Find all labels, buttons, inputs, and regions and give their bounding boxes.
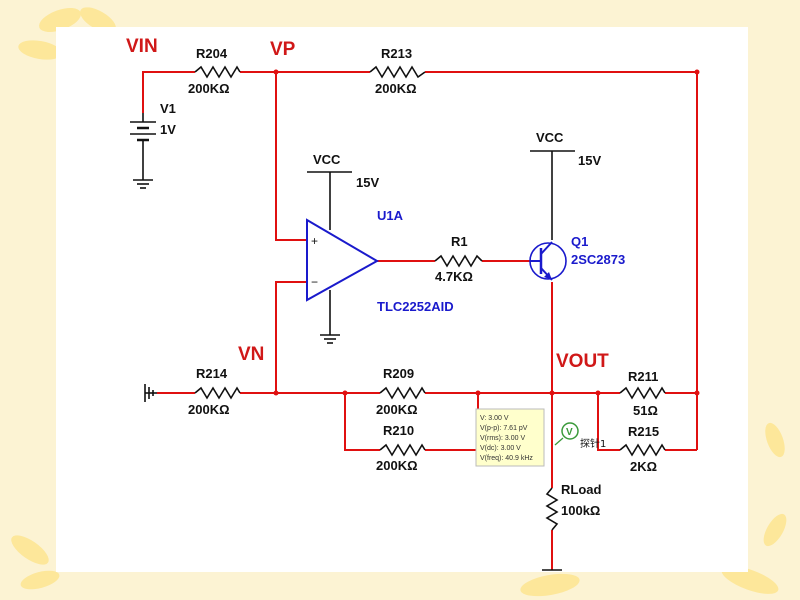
flower-decoration-right [763,422,787,547]
opamp-plus-pin: + [311,234,318,248]
vcc-q1-label: VCC [536,130,564,145]
resistor-r214[interactable]: R214 200KΩ [188,366,241,417]
resistor-r1[interactable]: R1 4.7KΩ [434,234,483,284]
probe-icon: V [566,427,573,438]
q1-part: 2SC2873 [571,252,625,267]
probe-label: 探针1 [580,437,606,450]
net-label-vin: VIN [126,36,158,57]
resistor-r211[interactable]: R211 51Ω [619,369,666,418]
net-label-vout: VOUT [556,351,609,372]
r215-value: 2KΩ [630,459,657,474]
probe-reading-1: V(p-p): 7.61 pV [480,425,528,432]
resistor-r215[interactable]: R215 2KΩ [619,424,666,474]
r1-ref: R1 [451,234,468,249]
net-label-vn: VN [238,344,264,365]
r209-ref: R209 [383,366,414,381]
resistor-r210[interactable]: R210 200KΩ [376,423,426,473]
probe-reading-0: V: 3.00 V [480,415,509,422]
u1a-ref: U1A [377,208,404,223]
opamp-minus-pin: − [311,275,318,289]
v1-ref: V1 [160,101,176,116]
resistor-rload[interactable]: RLoad 100kΩ [545,482,602,531]
r210-value: 200KΩ [376,458,418,473]
probe-1[interactable]: V: 3.00 V V(p-p): 7.61 pV V(rms): 3.00 V… [475,408,606,467]
u1a-part: TLC2252AID [377,299,454,314]
vcc-q1-value: 15V [578,153,601,168]
r213-ref: R213 [381,46,412,61]
r211-ref: R211 [628,369,658,384]
r1-value: 4.7KΩ [435,269,473,284]
vcc-opamp-value: 15V [356,175,379,190]
probe-reading-3: V(dc): 3.00 V [480,445,521,452]
r204-value: 200KΩ [188,81,230,96]
r204-ref: R204 [196,46,228,61]
v1-value: 1V [160,122,176,137]
r215-ref: R215 [628,424,659,439]
flower-decoration-bottom-left [11,535,60,590]
resistor-r204[interactable]: R204 200KΩ [188,46,241,96]
r214-value: 200KΩ [188,402,230,417]
resistor-r213[interactable]: R213 200KΩ [369,46,426,96]
vcc-opamp-label: VCC [313,152,341,167]
r213-value: 200KΩ [375,81,417,96]
probe-reading-2: V(rms): 3.00 V [480,435,525,442]
net-label-vp: VP [270,39,296,60]
flower-decoration-bottom-right [520,566,779,597]
circuit-schematic: VIN VP VN VOUT R204 200KΩ R213 200KΩ R1 … [126,36,700,571]
ground-left [144,384,157,402]
wires [142,71,698,570]
junction-dots [273,69,700,396]
opamp-u1a[interactable]: + − U1A TLC2252AID [306,171,454,344]
r209-value: 200KΩ [376,402,418,417]
schematic-canvas: VIN VP VN VOUT R204 200KΩ R213 200KΩ R1 … [56,27,748,572]
rload-value: 100kΩ [561,503,600,518]
r211-value: 51Ω [633,403,658,418]
r214-ref: R214 [196,366,228,381]
battery-v1[interactable]: V1 1V [130,101,176,189]
r210-ref: R210 [383,423,414,438]
rload-ref: RLoad [561,482,602,497]
resistor-r209[interactable]: R209 200KΩ [376,366,426,417]
q1-ref: Q1 [571,234,588,249]
probe-reading-4: V(freq): 40.9 kHz [480,455,533,462]
transistor-q1[interactable]: Q1 2SC2873 [529,234,625,281]
